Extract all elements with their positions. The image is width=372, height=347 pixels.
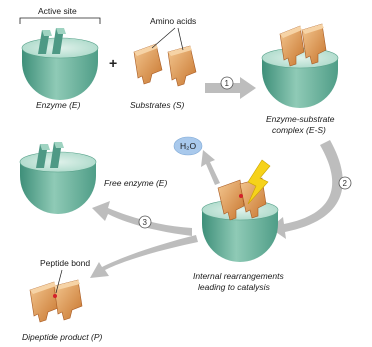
active-site-bracket [20,18,100,24]
es-complex-label-line1: Enzyme-substrate [266,114,335,124]
step-3-marker: 3 [139,216,151,228]
catalysis-complex [202,178,278,262]
peptide-bond-label: Peptide bond [40,258,90,268]
step-1-marker: 1 [221,77,233,89]
step-2-marker: 2 [339,177,351,189]
free-enzyme [20,142,96,214]
es-complex-label-line2: complex (E-S) [272,125,326,135]
internal-rearrangements-label-line2: leading to catalysis [198,282,271,292]
arrow-es-to-internal [270,140,343,239]
free-enzyme-label: Free enzyme (E) [104,178,167,188]
plus-sign: + [109,55,117,71]
svg-text:1: 1 [225,79,230,88]
active-site-label: Active site [38,6,77,16]
internal-rearrangements-label-line1: Internal rearrangements [193,271,284,281]
svg-text:2: 2 [343,179,348,188]
arrow-internal-to-product [90,235,198,278]
amino-acids-label: Amino acids [150,16,196,26]
water-molecule: H₂O [174,137,202,155]
substrate-1 [134,44,162,84]
enzyme-label: Enzyme (E) [36,100,81,110]
dipeptide-product [30,280,82,322]
water-label: H₂O [180,141,196,151]
enzyme-substrate-complex [262,24,338,108]
enzyme-e [22,28,98,100]
dipeptide-product-label: Dipeptide product (P) [22,332,102,342]
substrate-2 [168,46,196,86]
substrates-label: Substrates (S) [130,100,184,110]
arrow-internal-to-water [201,150,220,185]
svg-text:3: 3 [143,218,148,227]
